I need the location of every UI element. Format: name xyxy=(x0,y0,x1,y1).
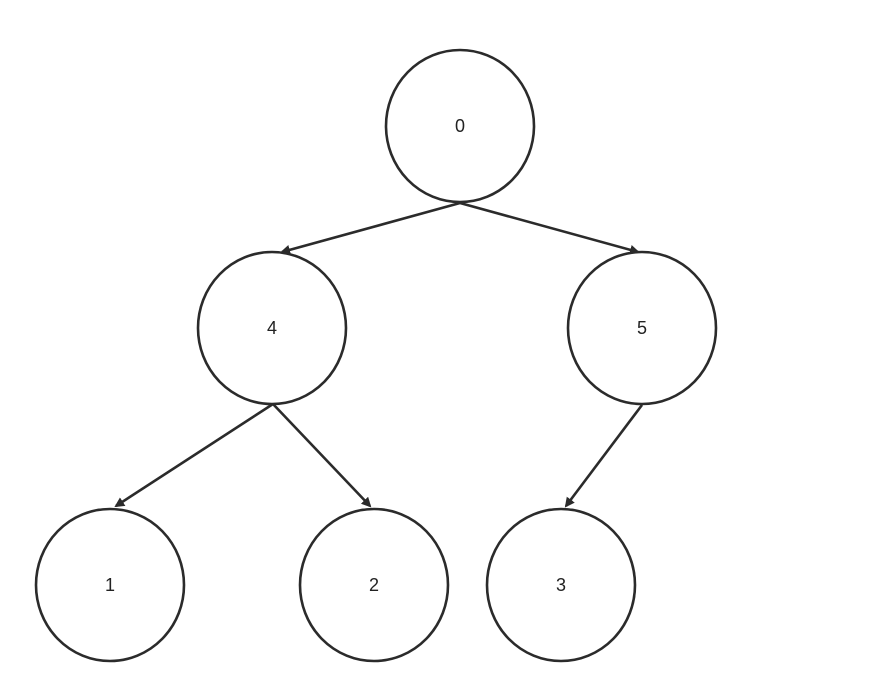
tree-node-label: 3 xyxy=(556,575,566,595)
tree-node-4: 4 xyxy=(196,250,348,406)
edge-5-to-3 xyxy=(564,404,644,508)
tree-node-label: 2 xyxy=(369,575,379,595)
tree-node-1: 1 xyxy=(34,507,186,663)
tree-node-label: 0 xyxy=(455,116,465,136)
tree-node-2: 2 xyxy=(298,507,450,663)
tree-node-5: 5 xyxy=(566,250,718,406)
tree-node-label: 5 xyxy=(637,318,647,338)
tree-node-0: 0 xyxy=(384,48,536,204)
tree-node-3: 3 xyxy=(485,507,637,663)
edge-0-to-5 xyxy=(459,201,640,255)
edge-4-to-2 xyxy=(272,403,372,508)
tree-node-label: 4 xyxy=(267,318,277,338)
edge-4-to-1 xyxy=(114,402,274,508)
tree-node-label: 1 xyxy=(105,575,115,595)
edge-0-to-4 xyxy=(280,201,461,255)
